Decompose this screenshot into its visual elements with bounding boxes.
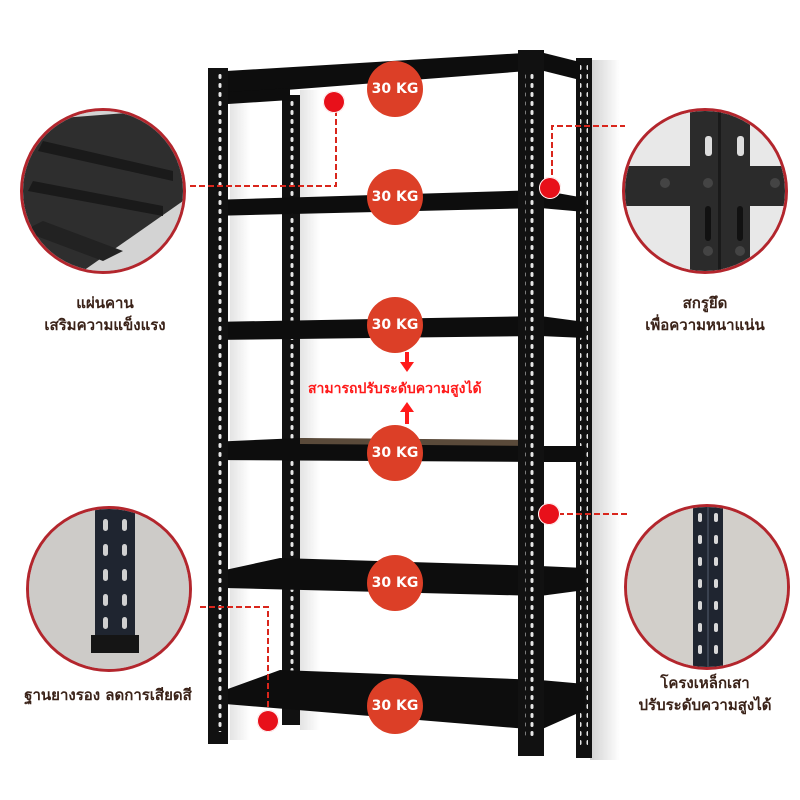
hotspot-dot-shelf-beam[interactable] xyxy=(323,91,345,113)
closeup-rubber-foot xyxy=(26,506,192,672)
hotspot-dot-post[interactable] xyxy=(538,503,560,525)
perforated-post-closeup-icon xyxy=(627,507,787,667)
hotspot-dot-bolt-joint[interactable] xyxy=(539,177,561,199)
caption-perforated-post: โครงเหล็กเสา ปรับระดับความสูงได้ xyxy=(610,672,800,716)
caption-bolt-joint: สกรูยึด เพื่อความหนาแน่น xyxy=(610,292,800,336)
load-badge-shelf-1: 30 KG xyxy=(367,61,423,117)
caption-line-2: ปรับระดับความสูงได้ xyxy=(638,696,772,714)
caption-line-1: แผ่นคาน xyxy=(76,294,134,312)
load-badge-shelf-4: 30 KG xyxy=(367,425,423,481)
caption-line-1: ฐานยางรอง ลดการเสียดสี xyxy=(24,686,192,704)
caption-rubber-foot: ฐานยางรอง ลดการเสียดสี xyxy=(6,684,210,706)
caption-line-2: เพื่อความหนาแน่น xyxy=(645,316,765,334)
load-badge-shelf-5: 30 KG xyxy=(367,555,423,611)
closeup-shelf-beam xyxy=(20,108,186,274)
rubber-foot-closeup-icon xyxy=(29,509,189,669)
bolt-joint-closeup-icon xyxy=(625,111,785,271)
load-badge-shelf-3: 30 KG xyxy=(367,297,423,353)
adjustable-height-label: สามารถปรับระดับความสูงได้ xyxy=(308,381,482,397)
hotspot-dot-rubber-foot[interactable] xyxy=(257,710,279,732)
load-badge-shelf-6: 30 KG xyxy=(367,678,423,734)
load-badge-shelf-2: 30 KG xyxy=(367,169,423,225)
closeup-perforated-post xyxy=(624,504,790,670)
shelf-beam-closeup-icon xyxy=(23,111,183,271)
caption-line-2: เสริมความแข็งแรง xyxy=(44,316,166,334)
caption-line-1: โครงเหล็กเสา xyxy=(660,674,750,692)
caption-shelf-beam: แผ่นคาน เสริมความแข็งแรง xyxy=(10,292,200,336)
caption-line-1: สกรูยึด xyxy=(682,294,728,312)
closeup-bolt-joint xyxy=(622,108,788,274)
